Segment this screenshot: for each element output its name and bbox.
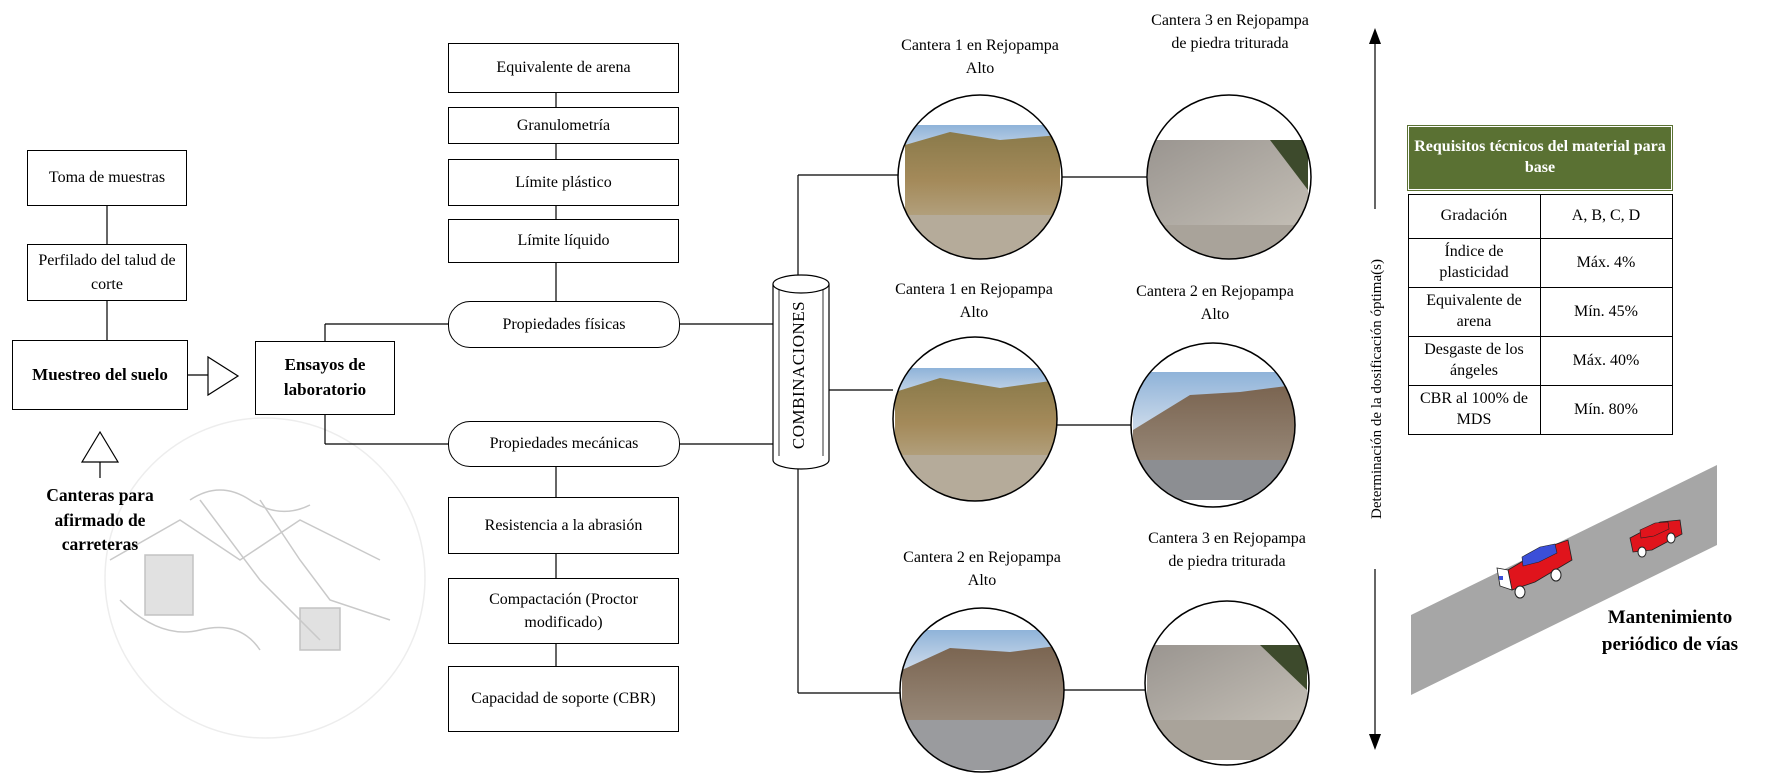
quarry-caption-1a: Cantera 1 en Rejopampa Alto [901, 37, 1059, 78]
perfilado-box: Perfilado del talud de corte [27, 244, 187, 301]
req-param: Desgaste de los ángeles [1407, 336, 1541, 386]
table-row: Índice de plasticidad Máx. 4% [1407, 238, 1673, 288]
table-row: Desgaste de los ángeles Máx. 40% [1407, 336, 1673, 386]
requirements-title: Requisitos técnicos del material para ba… [1407, 125, 1673, 191]
requirements-table: Requisitos técnicos del material para ba… [1407, 125, 1673, 435]
propiedades-fisicas-pill: Propiedades físicas [448, 301, 680, 348]
propiedades-fisicas-label: Propiedades físicas [502, 315, 626, 333]
quarry-photo-1a [897, 94, 1063, 260]
quarry-photo-2b [899, 607, 1065, 773]
quarry-photo-1b [892, 336, 1058, 502]
mantenimiento-label: Mantenimiento periódico de vías [1601, 607, 1739, 655]
dosificacion-axis-label: Determinación de la dosificación óptima(… [1369, 209, 1391, 569]
perfilado-label: Perfilado del talud de corte [38, 252, 176, 293]
site-map-sketch [104, 417, 426, 739]
table-row: Gradación A, B, C, D [1407, 194, 1673, 239]
toma-muestras-label: Toma de muestras [48, 169, 166, 187]
combinaciones-label: COMBINACIONES [789, 300, 808, 450]
test-cbr-label: Capacidad de soporte (CBR) [471, 690, 656, 708]
car-small-icon [1629, 519, 1683, 558]
test-limite-plastico-label: Límite plástico [515, 173, 612, 191]
test-granulometria-box: Granulometría [448, 107, 679, 144]
test-equivalente-box: Equivalente de arena [448, 43, 679, 93]
test-compactacion-label: Compactación (Proctor modificado) [489, 590, 638, 631]
car-large-icon [1496, 539, 1573, 599]
test-limite-liquido-box: Límite líquido [448, 219, 679, 263]
road [1411, 465, 1717, 695]
test-compactacion-box: Compactación (Proctor modificado) [448, 578, 679, 644]
quarry-caption-1b: Cantera 1 en Rejopampa Alto [895, 281, 1053, 322]
test-cbr-box: Capacidad de soporte (CBR) [448, 666, 679, 732]
propiedades-mecanicas-pill: Propiedades mecánicas [448, 421, 680, 467]
test-abrasion-label: Resistencia a la abrasión [484, 516, 643, 534]
req-param: Gradación [1407, 194, 1541, 239]
req-value: Máx. 40% [1539, 336, 1673, 386]
req-value: A, B, C, D [1539, 194, 1673, 239]
canteras-label: Canteras para afirmado de carreteras [46, 485, 154, 554]
quarry-photo-2a [1130, 342, 1296, 508]
muestreo-box: Muestreo del suelo [12, 340, 188, 410]
req-value: Máx. 4% [1539, 238, 1673, 288]
table-row: Equivalente de arena Mín. 45% [1407, 287, 1673, 337]
ensayos-label: Ensayos de laboratorio [283, 355, 367, 399]
test-granulometria-label: Granulometría [516, 116, 611, 134]
table-row: CBR al 100% de MDS Mín. 80% [1407, 385, 1673, 435]
req-param: Índice de plasticidad [1407, 238, 1541, 288]
test-limite-liquido-label: Límite líquido [517, 232, 610, 250]
req-param: Equivalente de arena [1407, 287, 1541, 337]
quarry-photo-3b [1144, 600, 1310, 766]
test-equivalente-label: Equivalente de arena [496, 59, 631, 77]
propiedades-mecanicas-label: Propiedades mecánicas [489, 435, 639, 453]
quarry-caption-3a: Cantera 3 en Rejopampa de piedra tritura… [1151, 12, 1309, 53]
quarry-caption-2a: Cantera 2 en Rejopampa Alto [1136, 283, 1294, 324]
req-param: CBR al 100% de MDS [1407, 385, 1541, 435]
req-value: Mín. 45% [1539, 287, 1673, 337]
req-value: Mín. 80% [1539, 385, 1673, 435]
quarry-caption-2b: Cantera 2 en Rejopampa Alto [903, 549, 1061, 590]
test-limite-plastico-box: Límite plástico [448, 159, 679, 206]
quarry-caption-3b: Cantera 3 en Rejopampa de piedra tritura… [1148, 530, 1306, 571]
ensayos-box: Ensayos de laboratorio [255, 341, 395, 415]
muestreo-label: Muestreo del suelo [32, 364, 168, 384]
quarry-photo-3a [1146, 94, 1312, 260]
toma-muestras-box: Toma de muestras [27, 150, 187, 206]
test-abrasion-box: Resistencia a la abrasión [448, 497, 679, 554]
